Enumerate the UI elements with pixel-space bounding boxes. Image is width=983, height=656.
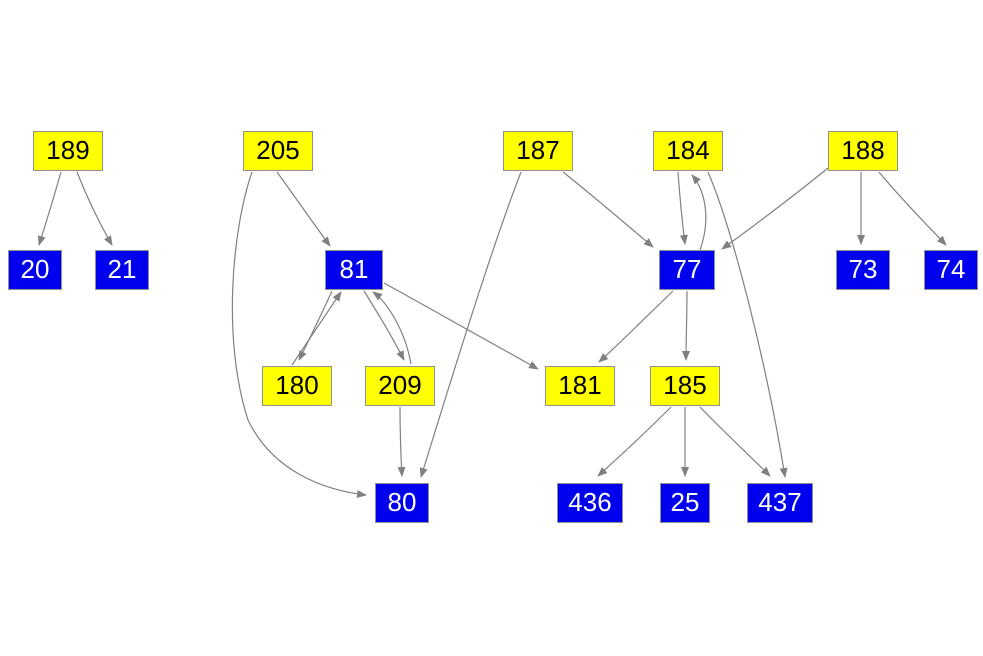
node-label: 189 bbox=[46, 135, 90, 165]
node-label: 180 bbox=[275, 370, 319, 400]
node-label: 187 bbox=[516, 135, 560, 165]
graph-node-20[interactable]: 20 bbox=[8, 250, 62, 290]
graph-edge-189-to-21 bbox=[76, 171, 113, 246]
graph-edge-81-to-209 bbox=[363, 290, 405, 361]
node-label: 74 bbox=[936, 254, 966, 284]
graph-edge-189-to-20 bbox=[37, 171, 62, 246]
node-label: 73 bbox=[848, 254, 878, 284]
node-label: 436 bbox=[568, 487, 612, 517]
graph-edge-209-to-80 bbox=[397, 406, 406, 477]
graph-edge-180-to-81 bbox=[291, 291, 342, 366]
graph-edge-187-to-80 bbox=[419, 171, 522, 478]
node-label: 185 bbox=[663, 370, 707, 400]
graph-node-77[interactable]: 77 bbox=[659, 250, 715, 290]
graph-node-205[interactable]: 205 bbox=[243, 131, 313, 171]
node-label: 80 bbox=[387, 487, 417, 517]
graph-edge-77-to-184 bbox=[691, 174, 707, 251]
graph-edge-188-to-77 bbox=[721, 167, 829, 250]
graph-node-180[interactable]: 180 bbox=[262, 366, 332, 406]
graph-node-25[interactable]: 25 bbox=[660, 483, 710, 523]
graph-edge-184-to-437 bbox=[707, 171, 788, 478]
graph-edge-184-to-77 bbox=[677, 171, 688, 245]
graph-node-81[interactable]: 81 bbox=[325, 250, 383, 290]
graph-node-209[interactable]: 209 bbox=[365, 366, 435, 406]
graph-node-80[interactable]: 80 bbox=[375, 483, 429, 523]
node-label: 209 bbox=[378, 370, 422, 400]
edge-group bbox=[37, 167, 947, 498]
graph-edge-185-to-436 bbox=[597, 406, 672, 477]
node-label: 184 bbox=[666, 135, 710, 165]
graph-node-437[interactable]: 437 bbox=[747, 483, 813, 523]
graph-node-187[interactable]: 187 bbox=[503, 131, 573, 171]
graph-edge-188-to-74 bbox=[878, 171, 947, 246]
graph-node-185[interactable]: 185 bbox=[650, 366, 720, 406]
node-label: 25 bbox=[670, 487, 700, 517]
node-label: 77 bbox=[672, 254, 702, 284]
graph-edge-81-to-180 bbox=[298, 290, 333, 361]
graph-edge-205-to-81 bbox=[276, 171, 331, 247]
graph-edge-187-to-77 bbox=[562, 171, 654, 248]
node-label: 21 bbox=[107, 254, 137, 284]
graph-edge-77-to-181 bbox=[598, 290, 674, 363]
graph-node-181[interactable]: 181 bbox=[545, 366, 615, 406]
graph-node-188[interactable]: 188 bbox=[828, 131, 898, 171]
graph-node-436[interactable]: 436 bbox=[557, 483, 623, 523]
graph-edge-81-to-181 bbox=[383, 282, 539, 370]
graph-node-21[interactable]: 21 bbox=[95, 250, 149, 290]
graph-node-189[interactable]: 189 bbox=[33, 131, 103, 171]
graph-node-184[interactable]: 184 bbox=[653, 131, 723, 171]
graph-node-74[interactable]: 74 bbox=[924, 250, 978, 290]
node-label: 81 bbox=[339, 254, 369, 284]
node-label: 188 bbox=[841, 135, 885, 165]
graph-edge-185-to-437 bbox=[699, 406, 771, 477]
node-label: 205 bbox=[256, 135, 300, 165]
graph-edge-209-to-81 bbox=[372, 291, 412, 365]
node-label: 437 bbox=[758, 487, 802, 517]
node-label: 181 bbox=[558, 370, 602, 400]
graph-node-73[interactable]: 73 bbox=[836, 250, 890, 290]
node-label: 20 bbox=[20, 254, 50, 284]
graph-edge-77-to-185 bbox=[682, 290, 691, 361]
graph-edge-205-to-80 bbox=[231, 171, 367, 498]
